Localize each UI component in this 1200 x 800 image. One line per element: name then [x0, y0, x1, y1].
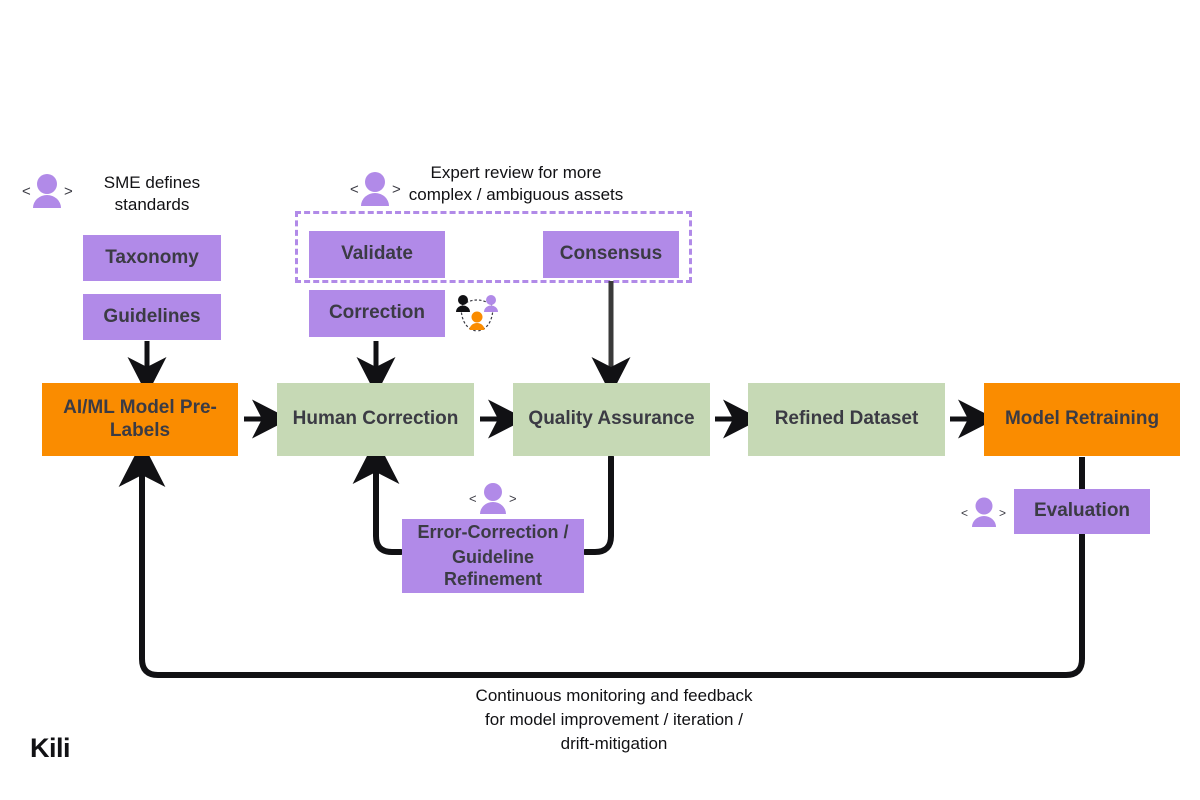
continuous-monitoring-caption: Continuous monitoring and feedback for m… [414, 684, 814, 755]
svg-text:>: > [392, 181, 401, 198]
node-error-correction-guideline-refinement[interactable]: Error-Correction / Guideline Refinement [402, 519, 584, 593]
svg-text:>: > [999, 506, 1006, 520]
svg-text:>: > [64, 183, 73, 200]
svg-text:<: < [961, 506, 968, 520]
node-human-correction-label: Human Correction [292, 408, 459, 430]
node-taxonomy-label: Taxonomy [105, 246, 199, 268]
node-correction-label: Correction [328, 302, 426, 324]
node-validate[interactable]: Validate [309, 231, 445, 278]
node-guidelines-label: Guidelines [103, 305, 201, 327]
evaluation-person-bracket-icon: < > [960, 493, 1008, 533]
node-guidelines[interactable]: Guidelines [83, 294, 221, 340]
expert-review-caption: Expert review for more complex / ambiguo… [400, 162, 632, 207]
node-correction[interactable]: Correction [309, 290, 445, 337]
kili-logo: Kili [30, 733, 71, 763]
expert-person-bracket-icon: < > [348, 166, 402, 212]
expert-review-line-2: complex / ambiguous assets [408, 185, 624, 205]
svg-text:<: < [469, 491, 477, 506]
footer-line-1: Continuous monitoring and feedback [475, 686, 753, 705]
node-quality-assurance[interactable]: Quality Assurance [513, 383, 710, 456]
sme-person-bracket-icon: < > [20, 168, 74, 214]
loop-qa-to-refinement [582, 454, 614, 555]
node-refined-dataset[interactable]: Refined Dataset [748, 383, 945, 456]
node-human-correction[interactable]: Human Correction [277, 383, 474, 456]
sme-caption-line-2: standards [114, 195, 190, 215]
three-person-consensus-icon [453, 292, 501, 336]
node-taxonomy[interactable]: Taxonomy [83, 235, 221, 281]
node-evaluation[interactable]: Evaluation [1014, 489, 1150, 534]
sme-defines-standards-caption: SME defines standards [72, 172, 232, 217]
node-evaluation-label: Evaluation [1033, 500, 1131, 522]
error-correction-line-2: Guideline Refinement [443, 547, 542, 589]
node-quality-assurance-label: Quality Assurance [528, 408, 695, 430]
node-model-retraining-label: Model Retraining [1004, 408, 1160, 430]
feedback-loop-retraining-to-prelabels [118, 441, 1085, 678]
node-ai-ml-model-pre-labels-label: AI/ML Model Pre-Labels [63, 397, 217, 441]
footer-line-2: for model improvement / iteration / [485, 709, 743, 729]
node-ai-ml-model-pre-labels[interactable]: AI/ML Model Pre-Labels [42, 383, 238, 456]
expert-review-line-1: Expert review for more [430, 163, 602, 182]
node-model-retraining[interactable]: Model Retraining [984, 383, 1180, 456]
node-validate-label: Validate [341, 243, 413, 265]
error-correction-line-1: Error-Correction / [417, 522, 569, 543]
loop-refinement-to-human [352, 438, 404, 555]
refinement-person-bracket-icon: < > [468, 478, 518, 520]
node-refined-dataset-label: Refined Dataset [774, 408, 919, 430]
footer-line-3: drift-mitigation [560, 733, 668, 753]
svg-text:>: > [509, 491, 517, 506]
sme-caption-line-1: SME defines [103, 173, 201, 192]
node-consensus-label: Consensus [559, 243, 663, 265]
svg-text:<: < [22, 183, 31, 200]
svg-text:<: < [350, 181, 359, 198]
expert-review-group [295, 211, 692, 283]
node-consensus[interactable]: Consensus [543, 231, 679, 278]
